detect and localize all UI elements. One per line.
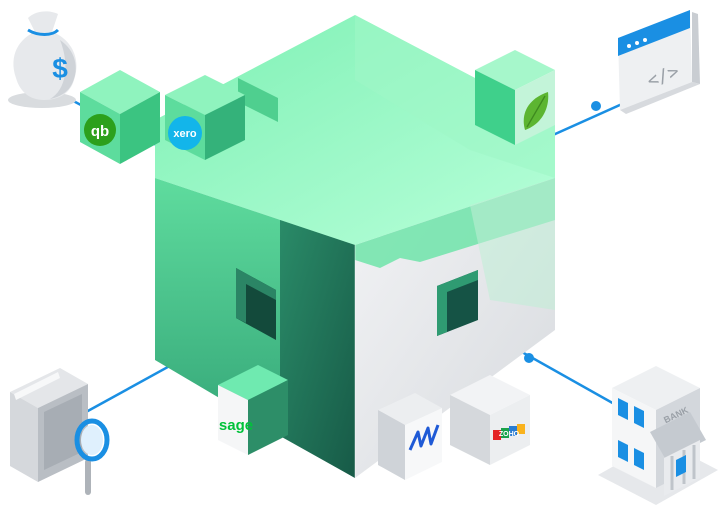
code-window-icon: </>: [618, 10, 700, 114]
quickbooks-logo-icon: qb: [84, 114, 116, 146]
cube-right-gradient: [470, 178, 555, 310]
xero-logo-icon: xero: [168, 116, 202, 150]
svg-text:ZOHO: ZOHO: [499, 431, 520, 438]
book-magnifier-icon: [10, 368, 110, 495]
sage-logo-icon: sage: [219, 417, 253, 434]
leaf-block[interactable]: [475, 50, 555, 145]
sage-block[interactable]: sage: [218, 365, 288, 455]
cube-top-notch: [238, 78, 278, 122]
svg-text:qb: qb: [91, 123, 109, 140]
leaf-logo-icon: [523, 92, 549, 130]
cube-left-shadow: [280, 220, 355, 478]
wave-block[interactable]: [378, 393, 442, 480]
connector-node-bank: [524, 353, 534, 363]
cube-left-opening-inner: [236, 268, 276, 323]
xero-block[interactable]: xero: [165, 75, 245, 160]
bank-building-icon: BANK: [598, 366, 718, 505]
central-cube: [155, 15, 555, 478]
svg-text:sage: sage: [219, 417, 253, 434]
connector-node-code-window: [591, 101, 601, 111]
cube-right-opening-inner: [437, 270, 478, 336]
zoho-block[interactable]: ZOHO: [450, 375, 530, 465]
svg-text:$: $: [52, 53, 68, 84]
money-bag-icon: $: [8, 11, 77, 108]
wave-logo-icon: [408, 424, 440, 451]
quickbooks-block[interactable]: qb: [80, 70, 160, 164]
zoho-logo-icon: ZOHO: [493, 424, 525, 440]
svg-text:xero: xero: [173, 128, 197, 140]
